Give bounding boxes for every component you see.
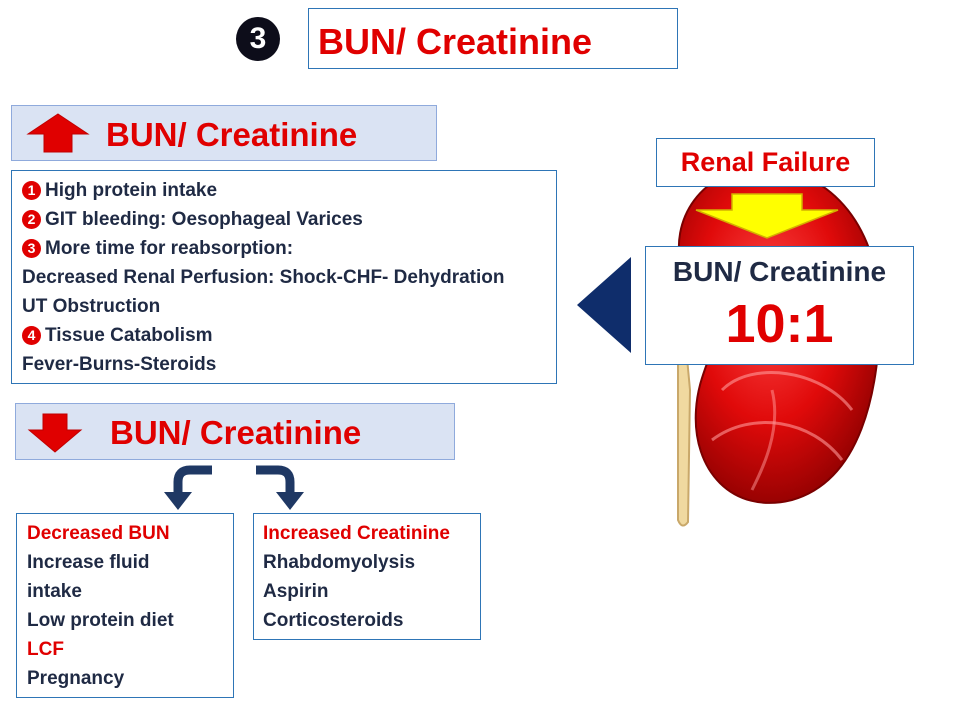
cause-text: Decreased Renal Perfusion: Shock-CHF- De… — [22, 267, 505, 288]
cause-text: GIT bleeding: Oesophageal Varices — [45, 209, 363, 230]
decrease-header-label: BUN/ Creatinine — [110, 414, 362, 451]
number-badge-icon: 2 — [22, 210, 41, 229]
number-badge-icon: 1 — [22, 181, 41, 200]
number-badge-icon: 3 — [22, 239, 41, 258]
cause-item-3-detail: Decreased Renal Perfusion: Shock-CHF- De… — [22, 263, 556, 292]
increase-header-label: BUN/ Creatinine — [106, 116, 358, 153]
up-arrow-icon — [26, 113, 90, 153]
decreased-bun-heading: Decreased BUN — [27, 523, 170, 544]
cause-text: More time for reabsorption: — [45, 238, 294, 259]
cause-text: High protein intake — [45, 180, 218, 201]
list-item: Corticosteroids — [263, 610, 404, 631]
cause-item-4-detail: Fever-Burns-Steroids — [22, 350, 556, 379]
left-pointer-triangle-icon — [577, 257, 631, 353]
list-item: Increase fluid — [27, 552, 150, 573]
branch-arrow-right-icon — [256, 465, 304, 510]
list-item: Pregnancy — [27, 668, 125, 689]
renal-failure-label-box: Renal Failure — [656, 138, 875, 187]
cause-text: UT Obstruction — [22, 296, 161, 317]
ratio-value: 10:1 — [725, 294, 834, 354]
down-arrow-icon — [27, 413, 83, 453]
list-item: intake — [27, 581, 82, 602]
ratio-label: BUN/ Creatinine — [672, 256, 887, 287]
decrease-header: BUN/ Creatinine — [15, 403, 455, 460]
list-item: Low protein diet — [27, 610, 174, 631]
yellow-down-arrow-icon — [695, 193, 839, 239]
list-item: Aspirin — [263, 581, 329, 602]
title-box: BUN/ Creatinine — [308, 8, 678, 69]
page-title: BUN/ Creatinine — [318, 21, 593, 62]
title-number: 3 — [249, 22, 267, 55]
list-item: Rhabdomyolysis — [263, 552, 416, 573]
cause-text: Fever-Burns-Steroids — [22, 354, 217, 375]
cause-item-3-detail-2: UT Obstruction — [22, 292, 556, 321]
increased-creatinine-box: Increased Creatinine Rhabdomyolysis Aspi… — [253, 513, 481, 640]
increase-header: BUN/ Creatinine — [11, 105, 437, 161]
number-badge-icon: 4 — [22, 326, 41, 345]
ratio-box: BUN/ Creatinine 10:1 — [645, 246, 914, 365]
increased-creatinine-heading: Increased Creatinine — [263, 523, 450, 544]
branch-arrow-left-icon — [164, 465, 212, 510]
list-item: LCF — [27, 639, 64, 660]
cause-text: Tissue Catabolism — [45, 325, 213, 346]
decreased-bun-box: Decreased BUN Increase fluid intake Low … — [16, 513, 234, 698]
title-number-badge: 3 — [236, 17, 280, 61]
renal-failure-label: Renal Failure — [680, 147, 851, 177]
